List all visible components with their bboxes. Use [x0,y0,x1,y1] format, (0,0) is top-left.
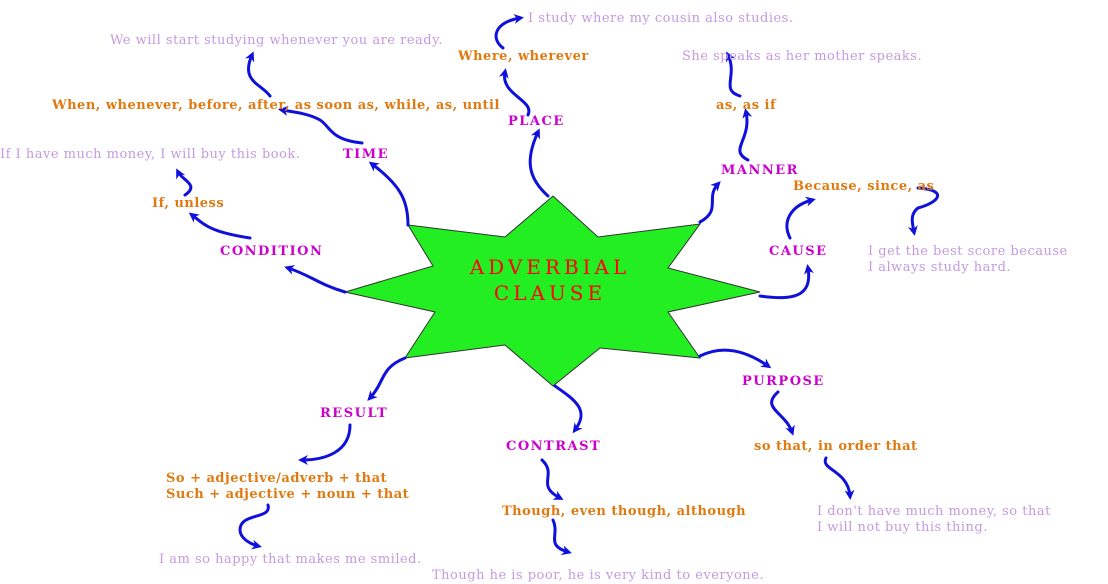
arrow-conj-to-purpose-example [823,456,855,500]
category-place: PLACE [508,114,565,129]
category-condition: CONDITION [220,244,324,259]
arrow-star-to-place [528,128,550,198]
title-line-2: CLAUSE [493,281,607,305]
category-purpose: PURPOSE [742,374,825,389]
category-result: RESULT [320,406,389,421]
example-manner: She speaks as her mother speaks. [682,49,923,64]
arrow-purpose-to-conj [770,390,795,436]
arrow-conj-to-condition-example [176,168,193,197]
example-purpose-line-2: I will not buy this thing. [817,520,988,535]
title-line-1: ADVERBIAL [469,255,631,279]
example-condition: If I have much money, I will buy this bo… [0,147,301,162]
arrow-star-to-result [367,356,407,401]
diagram-title: ADVERBIAL CLAUSE [440,254,660,306]
example-cause-line-1: I get the best score because [868,244,1068,259]
arrow-place-to-conj [498,68,531,117]
category-contrast: CONTRAST [506,439,602,454]
arrow-conj-to-contrast-example [551,518,572,556]
arrow-star-to-purpose [698,348,772,369]
conjunction-time: When, whenever, before, after, as soon a… [52,98,500,113]
example-time: We will start studying whenever you are … [110,33,443,48]
arrow-conj-to-manner-example [726,51,742,98]
arrow-star-to-time [368,161,410,227]
arrow-conj-to-place-example [494,14,524,50]
central-star [343,195,761,387]
category-manner: MANNER [721,163,799,178]
arrow-star-to-contrast [553,384,583,434]
arrow-star-to-cause [758,264,814,300]
arrow-condition-to-conj [188,212,252,240]
arrow-star-to-condition [284,265,347,294]
example-place: I study where my cousin also studies. [528,11,794,26]
example-contrast: Though he is poor, he is very kind to ev… [432,568,765,583]
conjunction-contrast: Though, even though, although [502,504,747,519]
conjunction-place: Where, wherever [458,49,589,64]
arrow-conj-to-cause-example [907,186,940,236]
arrow-result-to-conj [298,423,352,465]
category-time: TIME [343,147,390,162]
arrow-contrast-to-conj [540,458,564,500]
arrow-star-to-manner [698,181,721,224]
example-purpose-line-1: I don't have much money, so that [817,504,1051,519]
conjunction-result-line-2: Such + adjective + noun + that [166,487,410,502]
conjunction-cause: Because, since, as [793,179,935,194]
arrow-time-to-conj [278,105,364,145]
conjunction-manner: as, as if [716,98,777,113]
arrow-conj-to-result-example [238,503,270,550]
category-cause: CAUSE [769,244,828,259]
arrow-cause-to-conj [785,196,816,240]
conjunction-condition: If, unless [152,196,225,211]
arrow-conj-to-time-example [244,51,272,98]
example-cause-line-2: I always study hard. [868,260,1012,275]
example-result: I am so happy that makes me smiled. [159,552,422,567]
arrow-manner-to-conj [738,108,753,162]
conjunction-purpose: so that, in order that [754,439,918,454]
conjunction-result-line-1: So + adjective/adverb + that [166,471,388,486]
